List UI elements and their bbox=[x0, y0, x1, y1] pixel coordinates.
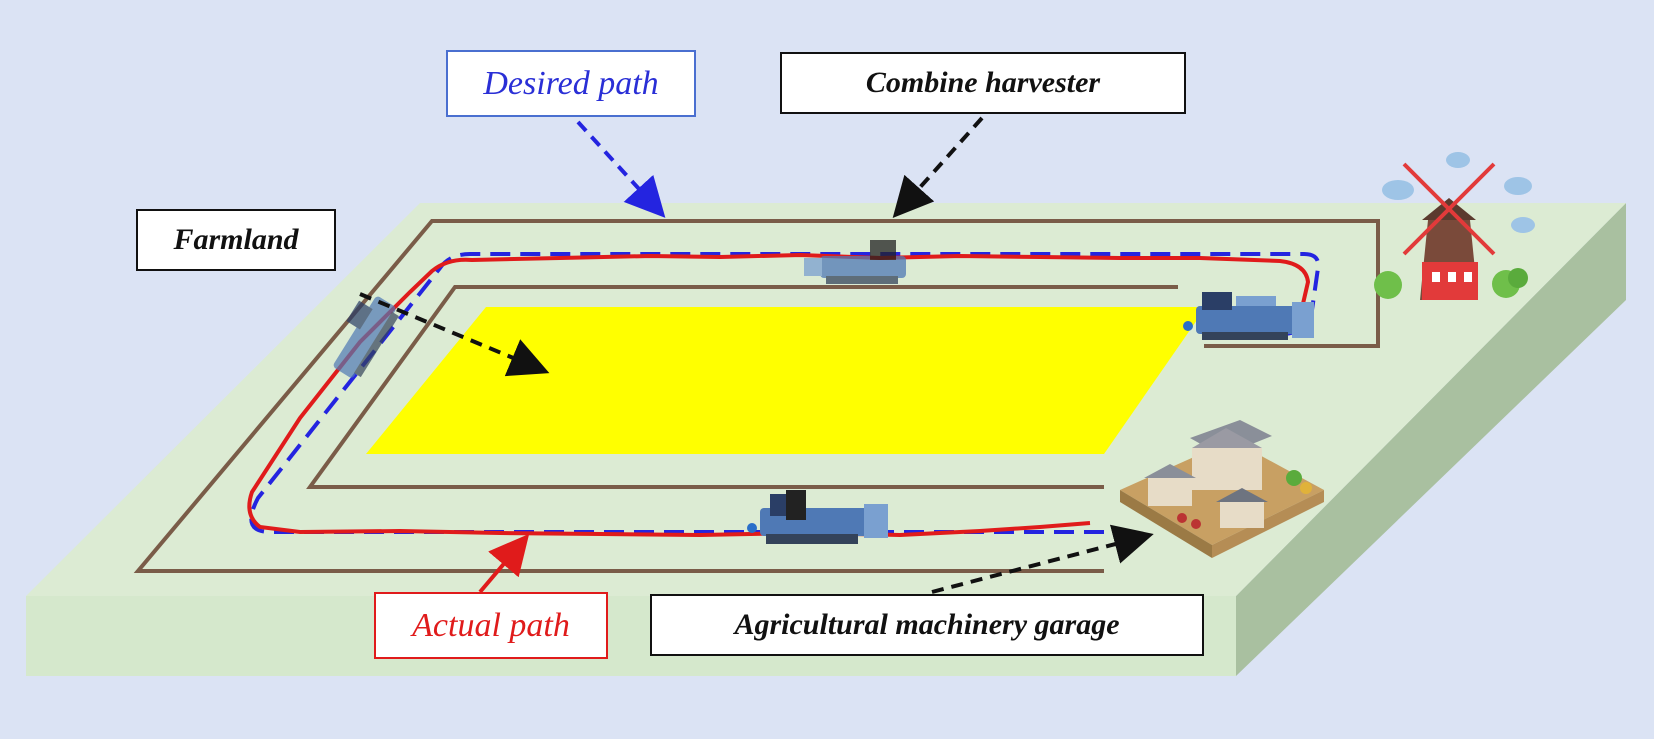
actual-path-label: Actual path bbox=[374, 592, 608, 659]
combine-harvester-icon bbox=[747, 490, 888, 544]
farmland-pointer bbox=[359, 292, 550, 377]
combine-harvester-icon bbox=[333, 296, 399, 378]
desired-path-pointer bbox=[576, 120, 666, 218]
crop-area bbox=[366, 307, 1206, 454]
combine-harvester-pointer bbox=[892, 116, 984, 218]
actual-path-pointer bbox=[478, 533, 530, 594]
windmill-icon bbox=[1374, 152, 1535, 300]
field-boundaries bbox=[133, 219, 1380, 573]
farmland-label: Farmland bbox=[136, 209, 336, 271]
combine-harvester-label: Combine harvester bbox=[780, 52, 1186, 114]
inner-boundary bbox=[306, 285, 1178, 489]
garage-label: Agricultural machinery garage bbox=[650, 594, 1204, 656]
combine-harvester-icon bbox=[1183, 292, 1314, 340]
platform-side bbox=[1236, 203, 1626, 676]
desired-path-label: Desired path bbox=[446, 50, 696, 117]
garage-pointer bbox=[931, 524, 1154, 594]
farm-garage-icon bbox=[1120, 420, 1324, 558]
combine-harvester-icon bbox=[804, 240, 906, 284]
outer-boundary bbox=[133, 219, 1380, 573]
